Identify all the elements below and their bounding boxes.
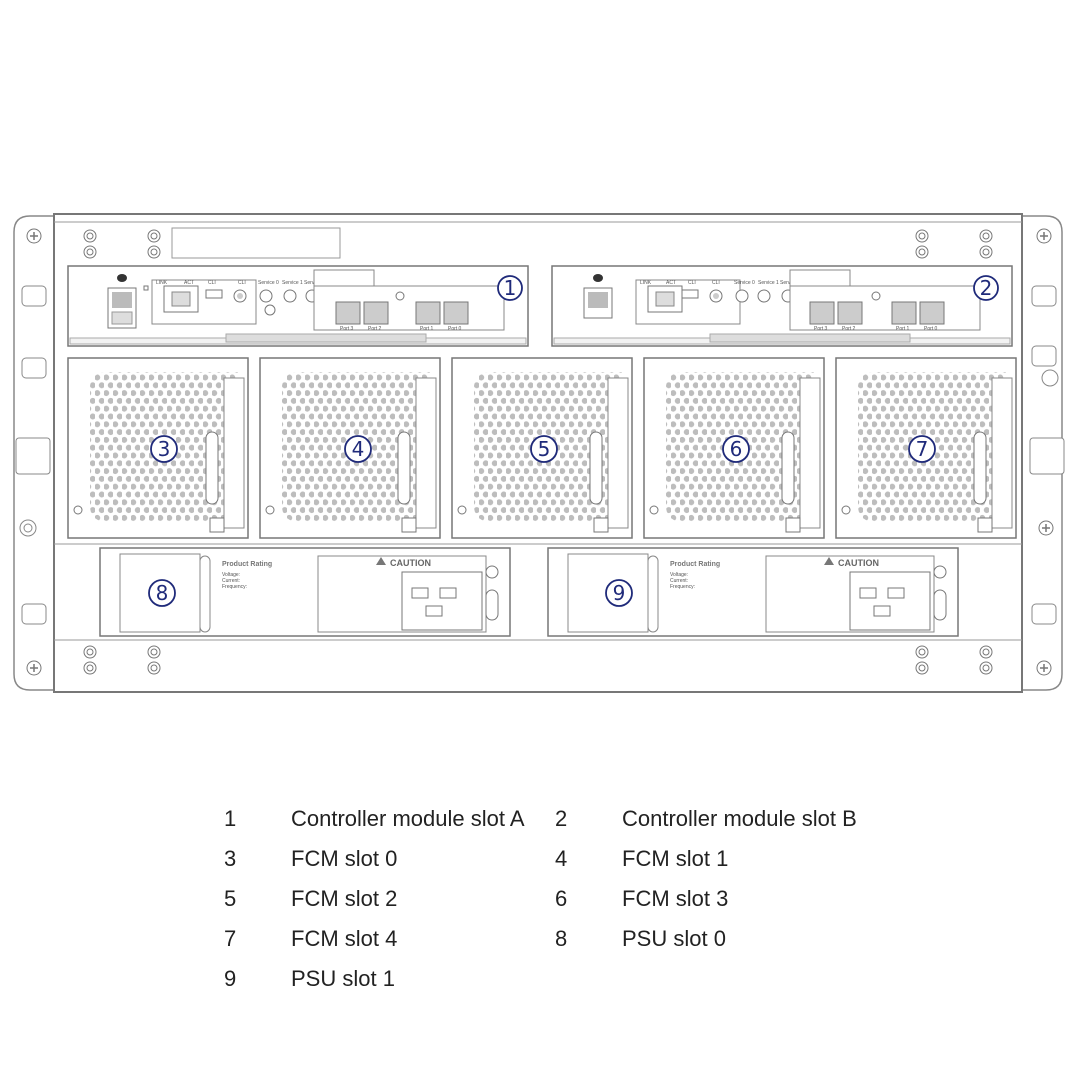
port-label-cli-2: CLI xyxy=(238,280,246,286)
fc-port-2: Port 2 xyxy=(368,326,382,332)
callout-circle-1 xyxy=(497,275,523,301)
legend-label: PSU slot 1 xyxy=(291,966,395,991)
legend-label: Controller module slot B xyxy=(622,806,857,831)
callout-1: 1 xyxy=(504,276,517,300)
psu-voltage-label: Voltage: xyxy=(222,572,240,578)
port-label-service-1-b: Service 1 xyxy=(758,280,779,286)
chassis-rear-diagram: LINK ACT CLI CLI Service 0 Service 1 Ser… xyxy=(13,213,1065,693)
psu-rating-title: Product Rating xyxy=(222,561,272,568)
fcm-slot-1: 4 xyxy=(259,357,441,539)
legend-num: 5 xyxy=(224,886,237,911)
port-label-link-b: LINK xyxy=(640,280,652,286)
port-label-cli-1-b: CLI xyxy=(688,280,696,286)
legend-num: 8 xyxy=(555,926,568,951)
callout-5: 5 xyxy=(538,437,551,461)
psu-voltage-label-b: Voltage: xyxy=(670,572,688,578)
legend-label: PSU slot 0 xyxy=(622,926,726,951)
psu-caution-label-b: CAUTION xyxy=(838,558,879,568)
right-rack-ear xyxy=(1021,215,1065,691)
psu-caution-label: CAUTION xyxy=(390,558,431,568)
callout-8: 8 xyxy=(156,581,169,605)
psu-current-label-b: Current: xyxy=(670,578,688,584)
fcm-slot-0: 3 xyxy=(67,357,249,539)
psu-slot-1: 9 Product Rating Voltage: Current: Frequ… xyxy=(547,547,959,637)
fc-port-0-b: Port 0 xyxy=(924,326,938,332)
port-label-service-1: Service 1 xyxy=(282,280,303,286)
legend-label: FCM slot 3 xyxy=(622,886,729,911)
legend-num: 2 xyxy=(555,806,568,831)
port-label-link: LINK xyxy=(156,280,168,286)
port-label-act: ACT xyxy=(184,280,194,286)
fc-port-3-b: Port 3 xyxy=(814,326,828,332)
legend-label: Controller module slot A xyxy=(291,806,525,831)
fcm-slot-2: 5 xyxy=(451,357,633,539)
callout-4: 4 xyxy=(352,437,365,461)
callout-3: 3 xyxy=(158,437,171,461)
legend-num: 3 xyxy=(224,846,237,871)
fc-port-2-b: Port 2 xyxy=(842,326,856,332)
psu-current-label: Current: xyxy=(222,578,240,584)
fc-port-1-b: Port 1 xyxy=(896,326,910,332)
callout-9: 9 xyxy=(613,581,626,605)
legend-label: FCM slot 0 xyxy=(291,846,398,871)
fcm-slot-4: 7 xyxy=(835,357,1017,539)
legend-num: 7 xyxy=(224,926,237,951)
port-label-service-0-b: Service 0 xyxy=(734,280,755,286)
psu-slot-0: 8 Product Rating Voltage: Current: Frequ… xyxy=(99,547,511,637)
fc-port-0: Port 0 xyxy=(448,326,462,332)
legend-label: FCM slot 4 xyxy=(291,926,398,951)
legend-label: FCM slot 2 xyxy=(291,886,398,911)
legend-num: 1 xyxy=(224,806,237,831)
psu-frequency-label-b: Frequency: xyxy=(670,584,695,590)
callout-6: 6 xyxy=(730,437,743,461)
fcm-slot-3: 6 xyxy=(643,357,825,539)
port-label-service-0: Service 0 xyxy=(258,280,279,286)
fc-port-1: Port 1 xyxy=(420,326,434,332)
legend-label: FCM slot 1 xyxy=(622,846,729,871)
callout-7: 7 xyxy=(916,437,929,461)
callout-2: 2 xyxy=(980,276,993,300)
controller-module-a: LINK ACT CLI CLI Service 0 Service 1 Ser… xyxy=(67,265,529,347)
port-label-cli-1: CLI xyxy=(208,280,216,286)
legend-num: 4 xyxy=(555,846,568,871)
fc-port-3: Port 3 xyxy=(340,326,354,332)
port-label-act-b: ACT xyxy=(666,280,676,286)
controller-module-b: LINK ACT CLI CLI Service 0 Service 1 Ser… xyxy=(551,265,1013,347)
psu-rating-title-b: Product Rating xyxy=(670,561,720,568)
callout-circle-2 xyxy=(973,275,999,301)
port-label-cli-2-b: CLI xyxy=(712,280,720,286)
psu-frequency-label: Frequency: xyxy=(222,584,247,590)
legend-num: 9 xyxy=(224,966,237,991)
legend-num: 6 xyxy=(555,886,568,911)
left-rack-ear xyxy=(13,215,55,691)
label-plate xyxy=(171,227,341,259)
